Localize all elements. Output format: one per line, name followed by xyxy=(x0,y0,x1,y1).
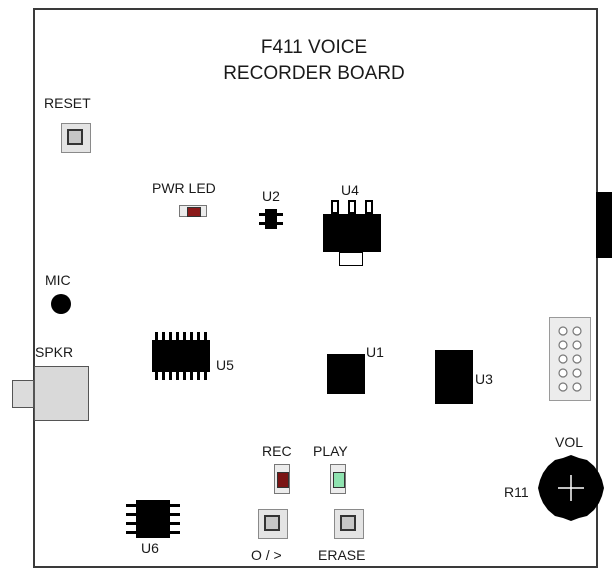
u5-pin xyxy=(169,332,172,340)
u1-label: U1 xyxy=(366,344,384,360)
board-title-line1: F411 VOICE xyxy=(260,37,368,58)
u5-pin xyxy=(197,372,200,380)
play-pause-button[interactable] xyxy=(258,509,288,539)
u5-pin xyxy=(204,332,207,340)
u4-pin xyxy=(348,200,356,214)
u2-lead xyxy=(277,222,283,225)
u5-pin xyxy=(190,332,193,340)
u4-pin xyxy=(365,200,373,214)
play-led xyxy=(330,464,346,494)
voice-recorder-board xyxy=(33,8,598,568)
u4-regulator xyxy=(323,200,381,268)
u5-chip xyxy=(150,332,212,380)
rec-led-lens xyxy=(277,472,289,488)
u5-pin xyxy=(162,332,165,340)
u2-body xyxy=(265,209,277,229)
u5-pin xyxy=(183,372,186,380)
spkr-label: SPKR xyxy=(35,344,74,360)
u4-label: U4 xyxy=(341,182,359,198)
u5-pin xyxy=(155,372,158,380)
vol-label: VOL xyxy=(555,434,584,450)
u5-pin xyxy=(176,332,179,340)
u5-pin xyxy=(190,372,193,380)
u5-label: U5 xyxy=(216,357,234,373)
u5-pin xyxy=(162,372,165,380)
r11-label: R11 xyxy=(504,484,529,500)
mic-label: MIC xyxy=(45,272,71,288)
u5-body xyxy=(152,340,210,372)
pin-header-pins xyxy=(558,326,582,392)
pwr-led-lens xyxy=(187,207,201,217)
board-title-line2: RECORDER BOARD xyxy=(223,63,405,84)
u4-body xyxy=(323,214,381,252)
pin-header xyxy=(549,317,591,401)
u5-pin xyxy=(197,332,200,340)
edge-connector xyxy=(596,192,612,258)
play-label: PLAY xyxy=(313,443,348,459)
u3-label: U3 xyxy=(475,371,493,387)
erase-button[interactable] xyxy=(334,509,364,539)
pwr-led xyxy=(179,205,207,217)
rec-led xyxy=(274,464,290,494)
u2-chip xyxy=(259,209,283,229)
u5-pin xyxy=(155,332,158,340)
u5-pin xyxy=(176,372,179,380)
u3-chip xyxy=(435,350,473,404)
u6-chip xyxy=(126,500,180,538)
play-pause-label: O / > xyxy=(251,547,282,563)
rec-label: REC xyxy=(262,443,292,459)
pwr-led-label: PWR LED xyxy=(152,180,216,196)
u4-tab xyxy=(339,252,363,266)
u2-lead xyxy=(259,222,265,225)
u6-body xyxy=(136,500,170,538)
erase-label: ERASE xyxy=(318,547,366,563)
spkr-jack-plug xyxy=(12,380,34,408)
mic-icon xyxy=(51,294,71,314)
spkr-jack xyxy=(34,366,89,421)
reset-button[interactable] xyxy=(61,123,91,153)
u1-chip xyxy=(327,354,365,394)
u4-pin xyxy=(331,200,339,214)
u5-pin xyxy=(169,372,172,380)
reset-label: RESET xyxy=(44,95,91,111)
u6-label: U6 xyxy=(141,540,159,556)
volume-knob-icon[interactable] xyxy=(538,455,604,521)
u5-pin xyxy=(204,372,207,380)
u5-pin xyxy=(183,332,186,340)
u2-label: U2 xyxy=(262,188,280,204)
play-led-lens xyxy=(333,472,345,488)
